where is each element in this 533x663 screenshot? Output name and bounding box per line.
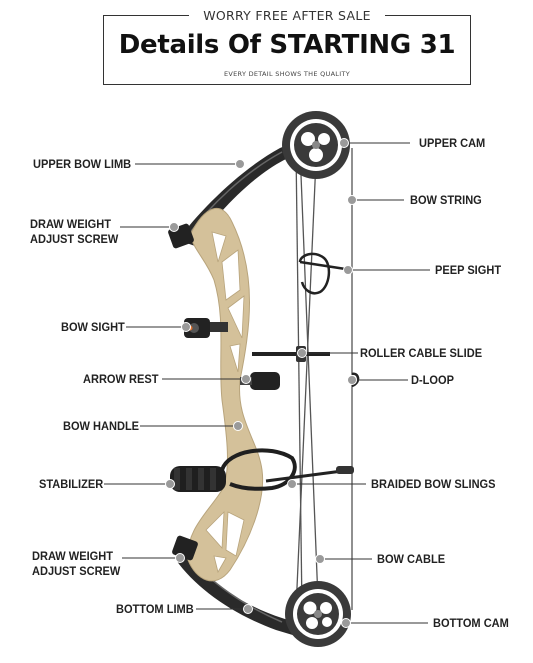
- label-peep-sight: PEEP SIGHT: [435, 263, 502, 277]
- header-box: WORRY FREE AFTER SALE Details Of STARTIN…: [103, 8, 471, 85]
- bow-cable-line-2: [299, 149, 319, 601]
- label-bow-handle: BOW HANDLE: [63, 419, 140, 433]
- peep-sight-part: [298, 252, 353, 295]
- bow-cable-line-3: [295, 159, 317, 611]
- label-draw-weight-upper-line2: ADJUST SCREW: [30, 232, 119, 246]
- label-bow-cable: BOW CABLE: [377, 552, 446, 566]
- bow-cable-line-1: [295, 149, 303, 611]
- label-upper-cam: UPPER CAM: [419, 136, 486, 150]
- label-arrow-rest: ARROW REST: [83, 372, 159, 386]
- page-title: Details Of STARTING 31: [118, 30, 456, 60]
- label-draw-weight-upper: DRAW WEIGHT ADJUST SCREW: [30, 217, 118, 247]
- label-bow-string: BOW STRING: [410, 193, 482, 207]
- label-draw-weight-lower-line2: ADJUST SCREW: [32, 564, 121, 578]
- label-roller-cable-slide: ROLLER CABLE SLIDE: [360, 346, 483, 360]
- label-stabilizer: STABILIZER: [39, 477, 104, 491]
- d-loop-part: [351, 372, 360, 388]
- bow-strings: [295, 148, 353, 611]
- label-braided-bow-slings: BRAIDED BOW SLINGS: [371, 477, 496, 491]
- header-top-text: WORRY FREE AFTER SALE: [104, 7, 470, 25]
- leader-lines: [104, 142, 430, 624]
- lower-limb: [176, 548, 300, 636]
- marker-dots: [165, 138, 357, 628]
- stabilizer-part: [170, 466, 226, 492]
- label-bottom-cam: BOTTOM CAM: [433, 616, 509, 630]
- bottom-cam: [285, 581, 351, 647]
- label-bottom-limb: BOTTOM LIMB: [116, 602, 194, 616]
- label-draw-weight-lower: DRAW WEIGHT ADJUST SCREW: [32, 549, 120, 579]
- bow-sling-part: [220, 448, 297, 491]
- label-draw-weight-lower-line1: DRAW WEIGHT: [32, 549, 113, 563]
- page-subtitle: EVERY DETAIL SHOWS THE QUALITY: [223, 70, 350, 78]
- label-bow-sight: BOW SIGHT: [61, 320, 125, 334]
- label-upper-bow-limb: UPPER BOW LIMB: [33, 157, 132, 171]
- roller-cable-slide-part: [252, 346, 330, 362]
- label-draw-weight-upper-line1: DRAW WEIGHT: [30, 217, 111, 231]
- label-d-loop: D-LOOP: [411, 373, 454, 387]
- upper-cam: [282, 111, 350, 179]
